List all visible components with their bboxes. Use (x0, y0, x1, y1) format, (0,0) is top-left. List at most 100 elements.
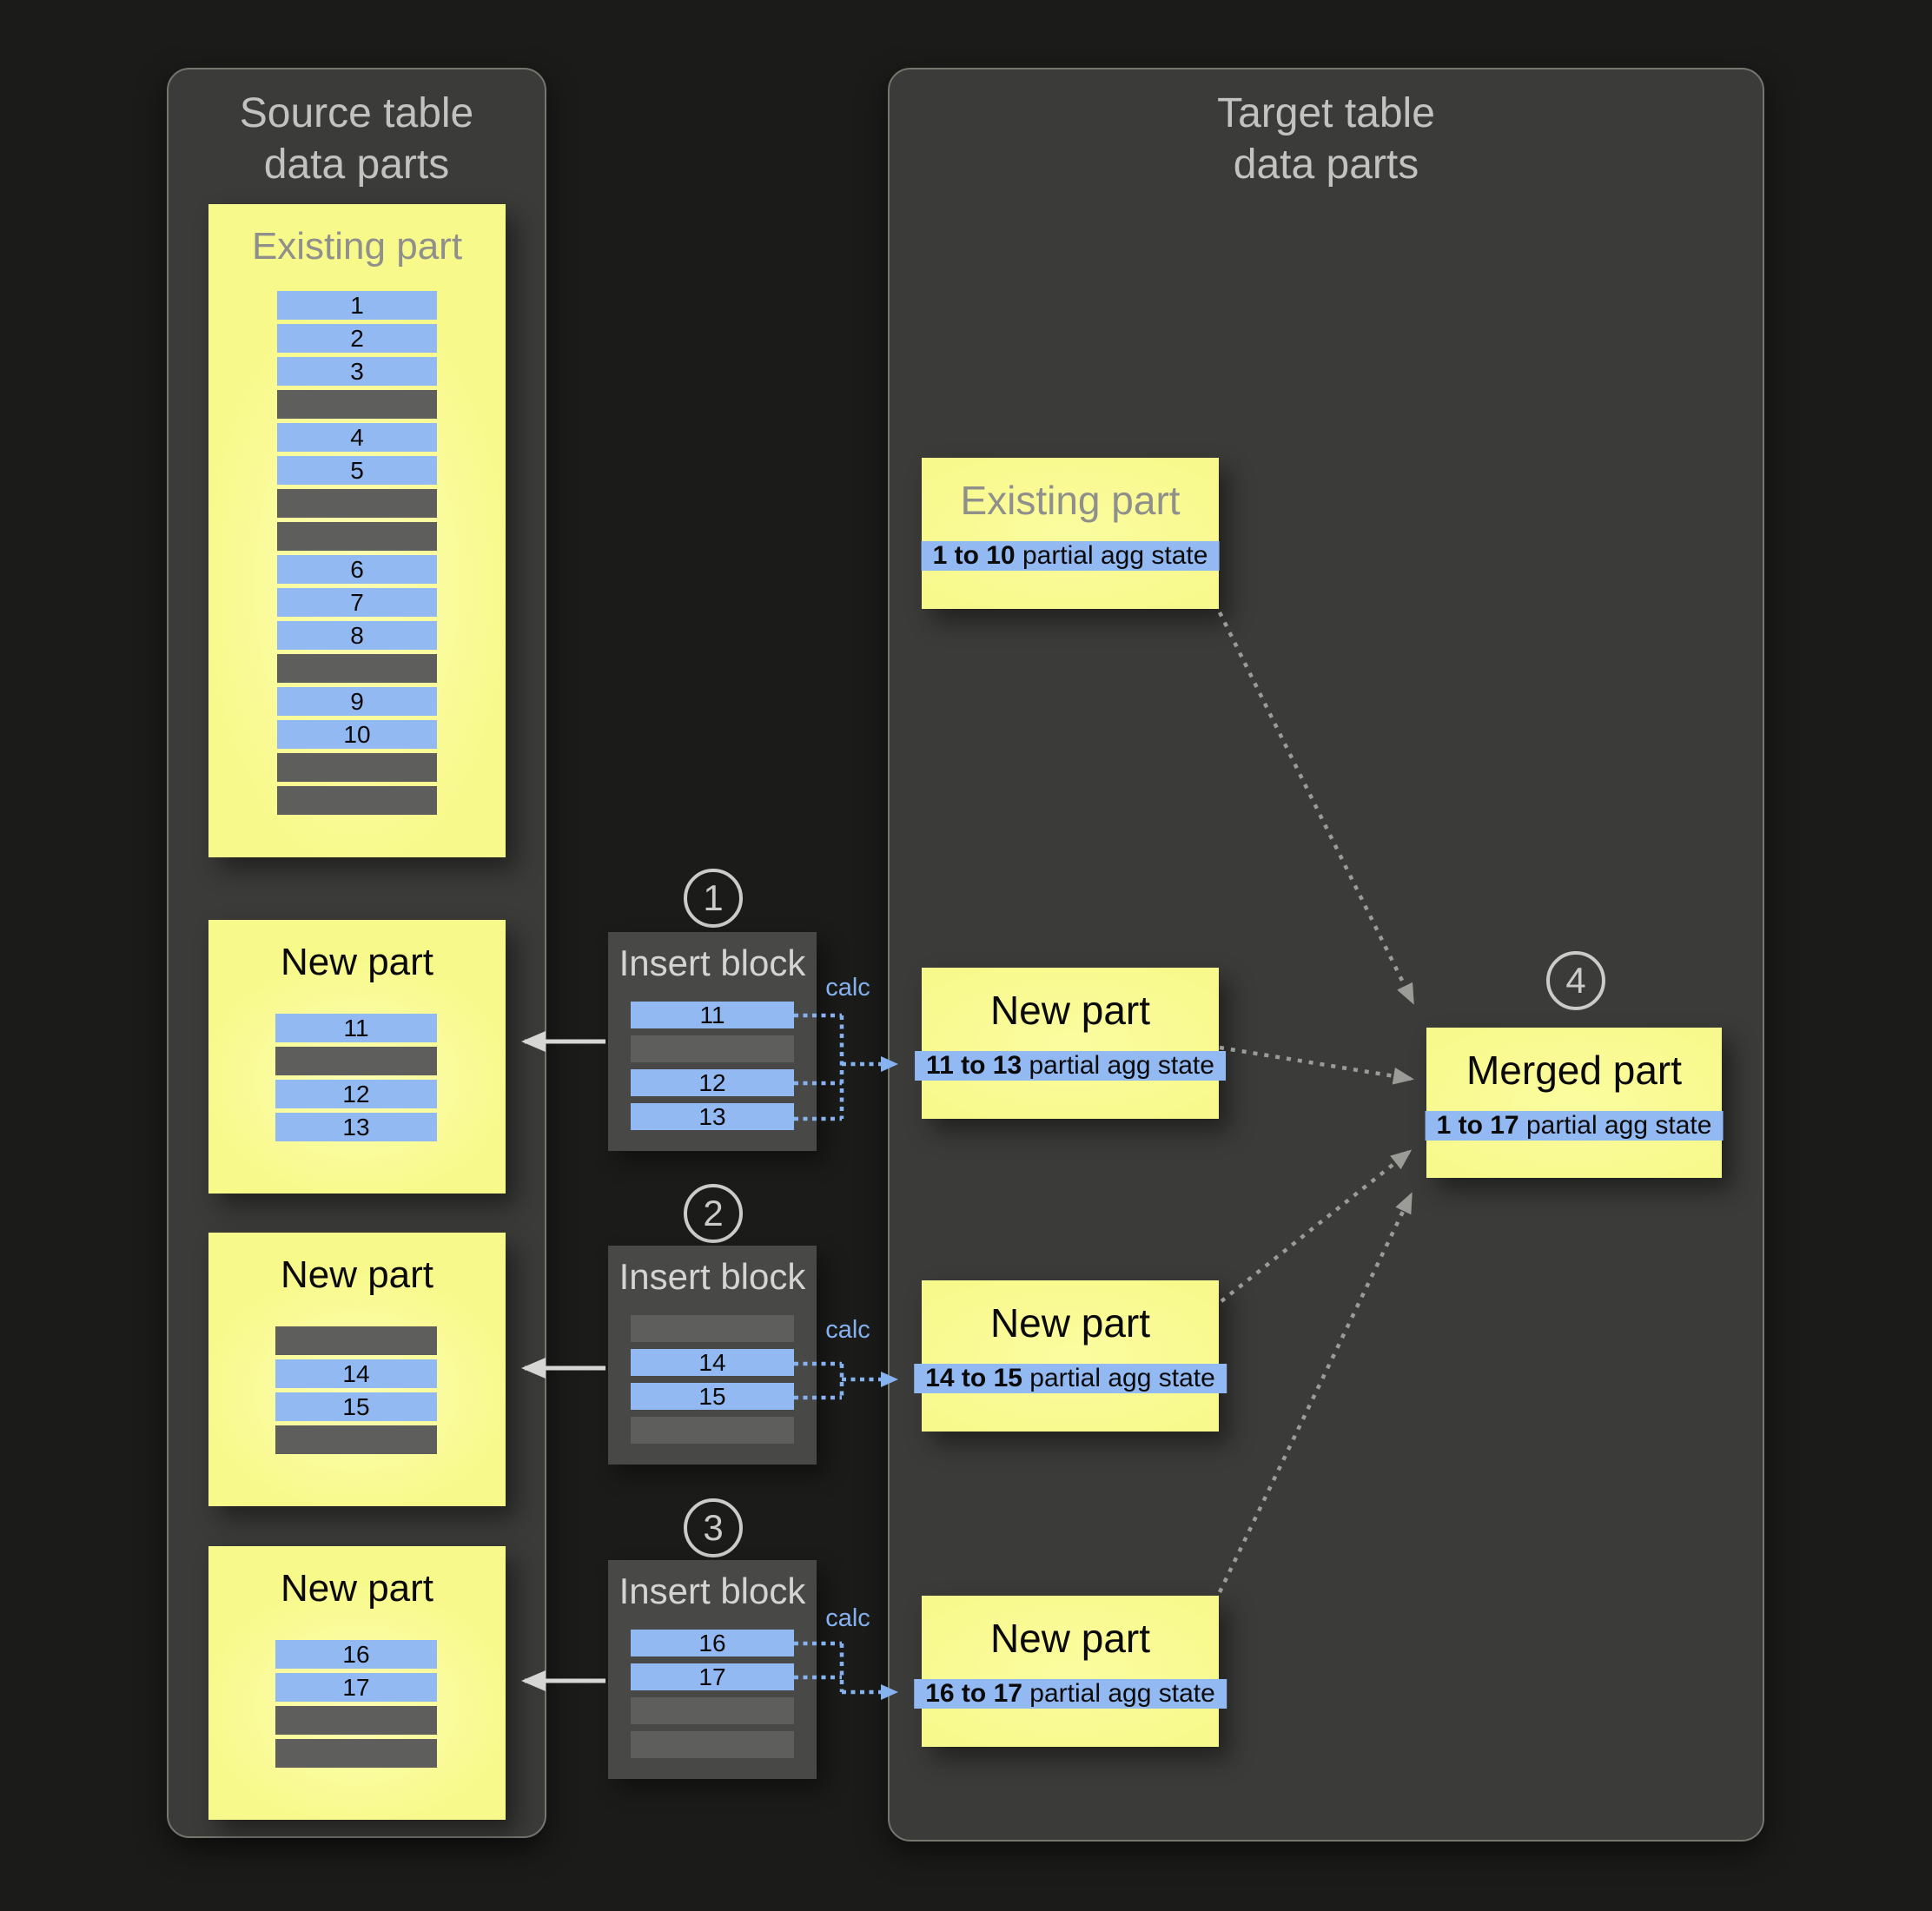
data-row: 5 (277, 456, 437, 485)
step-3-badge: 3 (684, 1498, 743, 1557)
target-new-part-3: New part 16 to 17 partial agg state (914, 1596, 1227, 1747)
data-row: 17 (631, 1663, 794, 1690)
data-row: 17 (275, 1673, 437, 1702)
agg-label: partial agg state (1022, 1364, 1215, 1392)
target-new-part-1: New part 11 to 13 partial agg state (915, 968, 1226, 1119)
target-existing-part: Existing part 1 to 10 partial agg state (921, 458, 1220, 609)
step-2-badge: 2 (684, 1184, 743, 1243)
source-new-part-1: New part 11 12 13 (208, 920, 506, 1194)
data-row: 16 (275, 1640, 437, 1669)
data-row: 12 (631, 1069, 794, 1096)
data-row-other (275, 1047, 437, 1075)
data-row-other (631, 1035, 794, 1062)
data-row: 13 (275, 1113, 437, 1141)
agg-range: 1 to 10 (932, 541, 1016, 570)
data-row: 6 (277, 555, 437, 584)
data-row: 3 (277, 357, 437, 386)
data-row-other (275, 1326, 437, 1355)
data-row: 14 (631, 1349, 794, 1376)
target-merged-part: Merged part 1 to 17 partial agg state (1425, 1028, 1724, 1178)
agg-range: 16 to 17 (925, 1679, 1022, 1708)
data-row: 13 (631, 1103, 794, 1130)
target-panel: Target table data parts Existing part 1 … (888, 68, 1764, 1842)
calc-label-1: calc (825, 974, 870, 1002)
agg-label: partial agg state (1022, 1679, 1215, 1708)
data-row: 7 (277, 588, 437, 617)
data-row-other (275, 1706, 437, 1735)
target-panel-title: Target table data parts (890, 89, 1763, 190)
target-panel-title-line2: data parts (1233, 141, 1419, 188)
target-merged-part-title: Merged part (1466, 1048, 1682, 1093)
calc-label-3: calc (825, 1604, 870, 1632)
target-new-part-1-agg-state: 11 to 13 partial agg state (915, 1051, 1226, 1081)
agg-range: 14 to 15 (925, 1364, 1022, 1392)
data-row: 2 (277, 324, 437, 353)
data-row-other (275, 1739, 437, 1768)
data-row: 12 (275, 1080, 437, 1108)
data-row-other (277, 753, 437, 782)
data-row-other (631, 1315, 794, 1342)
source-panel-title-line1: Source table (239, 90, 474, 136)
agg-range: 1 to 17 (1436, 1111, 1519, 1140)
data-row: 15 (631, 1383, 794, 1410)
data-row-other (275, 1425, 437, 1454)
data-row: 8 (277, 621, 437, 650)
data-row-other (277, 786, 437, 815)
data-row-other (277, 654, 437, 683)
data-row: 10 (277, 720, 437, 749)
data-row-other (631, 1731, 794, 1758)
data-row-other (277, 522, 437, 551)
insert-block-1: Insert block 11 12 13 (608, 932, 817, 1151)
calc-label-2: calc (825, 1316, 870, 1344)
source-new-part-1-rows: 11 12 13 (275, 1014, 437, 1141)
data-row: 9 (277, 687, 437, 716)
data-row: 11 (631, 1002, 794, 1028)
target-new-part-2-agg-state: 14 to 15 partial agg state (914, 1364, 1227, 1393)
target-existing-agg-state: 1 to 10 partial agg state (921, 541, 1220, 571)
target-existing-part-title: Existing part (960, 478, 1181, 523)
target-new-part-3-title: New part (989, 1616, 1151, 1661)
insert-block-2-title: Insert block (619, 1256, 806, 1297)
source-existing-part: Existing part 1 2 3 4 5 6 7 8 9 10 (208, 204, 506, 857)
data-row: 4 (277, 423, 437, 452)
target-panel-title-line1: Target table (1217, 90, 1435, 136)
data-row-other (631, 1417, 794, 1444)
target-new-part-3-agg-state: 16 to 17 partial agg state (914, 1679, 1227, 1709)
target-new-part-1-title: New part (989, 988, 1151, 1033)
data-row: 11 (275, 1014, 437, 1042)
agg-range: 11 to 13 (926, 1051, 1022, 1080)
data-row: 14 (275, 1359, 437, 1388)
agg-label: partial agg state (1022, 1051, 1214, 1080)
data-row: 15 (275, 1392, 437, 1421)
insert-block-1-rows: 11 12 13 (631, 1002, 794, 1130)
agg-label: partial agg state (1518, 1111, 1712, 1140)
source-new-part-3-title: New part (280, 1567, 434, 1610)
source-new-part-1-title: New part (280, 941, 434, 983)
source-existing-part-title: Existing part (251, 225, 463, 268)
data-row: 16 (631, 1630, 794, 1656)
step-1-badge: 1 (684, 869, 743, 928)
data-row-other (277, 489, 437, 518)
agg-label: partial agg state (1015, 541, 1208, 570)
source-panel-title: Source table data parts (169, 89, 545, 190)
target-merged-agg-state: 1 to 17 partial agg state (1425, 1111, 1724, 1141)
source-new-part-2-title: New part (280, 1253, 434, 1296)
source-existing-rows: 1 2 3 4 5 6 7 8 9 10 (277, 291, 437, 815)
target-new-part-2-title: New part (989, 1300, 1151, 1346)
data-row-other (631, 1697, 794, 1724)
data-row: 1 (277, 291, 437, 320)
data-row-other (277, 390, 437, 419)
step-4-badge: 4 (1546, 951, 1605, 1010)
insert-block-1-title: Insert block (619, 942, 806, 983)
source-panel-title-line2: data parts (263, 141, 450, 188)
